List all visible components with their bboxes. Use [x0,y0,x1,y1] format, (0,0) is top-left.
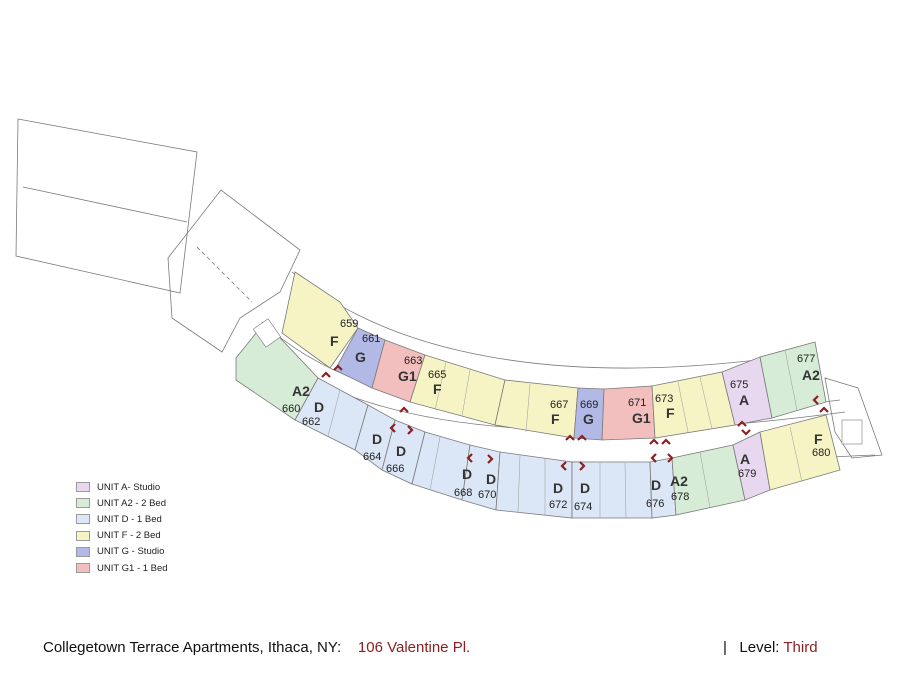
project-name: Collegetown Terrace Apartments, Ithaca, … [43,639,342,656]
unit-668-number: 668 [454,487,472,499]
legend-label: UNIT D - 1 Bed [97,513,162,525]
legend-label: UNIT A- Studio [97,481,161,493]
legend-swatch [76,563,90,574]
unit-673-area [651,371,736,439]
unit-674-number: 674 [574,501,592,513]
unit-678-number: 678 [671,491,689,503]
unit-665-type: F [433,381,442,397]
unit-675-number: 675 [730,379,748,391]
unit-680-type: F [814,431,823,447]
unit-676-type: D [651,477,661,493]
unit-671-type: G1 [632,410,651,426]
unit-673-type: F [666,405,675,421]
unit-662-number: 662 [302,416,320,428]
unit-660-number: 660 [282,403,300,415]
level-caption: | Level: Third [723,639,818,656]
unit-665-area [409,354,506,426]
unit-672-type: D [553,480,563,496]
unit-668-type: D [462,466,472,482]
legend-label: UNIT G1 - 1 Bed [97,562,168,574]
separator: | [723,639,727,656]
unit-677-area [759,341,827,419]
legend-item: UNIT F - 2 Bed [76,528,168,544]
unit-674-type: D [580,480,590,496]
stairs [252,318,863,445]
unit-661-number: 661 [362,333,380,345]
legend-item: UNIT G1 - 1 Bed [76,560,168,576]
unit-673-number: 673 [655,393,673,405]
legend-label: UNIT G - Studio [97,546,165,558]
unit-680-area [759,414,841,491]
north-units [281,271,827,441]
project-address: 106 Valentine Pl. [357,639,471,656]
unit-678-type: A2 [670,473,688,489]
unit-670-number: 670 [478,489,496,501]
legend-item: UNIT D - 1 Bed [76,511,168,527]
legend-swatch [76,482,90,493]
unit-669-type: G [583,411,594,427]
unit-677-number: 677 [797,353,815,365]
level-value: Third [783,639,818,656]
legend-swatch [76,514,90,525]
legend-item: UNIT G - Studio [76,544,168,560]
level-label: Level: [739,639,780,656]
unit-672-number: 672 [549,499,567,511]
unit-663-type: G1 [398,368,417,384]
south-units [235,321,841,519]
door-markers [321,364,829,471]
unit-660-type: A2 [292,383,310,399]
unit-662-type: D [314,399,324,415]
unit-670-type: D [486,471,496,487]
unit-667-number: 667 [550,399,568,411]
unit-659-area [281,271,359,369]
unit-680-number: 680 [812,447,830,459]
unit-659-type: F [330,333,339,349]
unit-legend: UNIT A- Studio UNIT A2 - 2 Bed UNIT D - … [76,479,168,576]
interior-partitions [327,349,803,519]
unit-667-type: F [551,411,560,427]
legend-swatch [76,546,90,557]
unit-664-number: 664 [363,451,381,463]
legend-item: UNIT A- Studio [76,479,168,495]
unit-666-number: 666 [386,463,404,475]
unit-666-type: D [396,443,406,459]
footer-caption: Collegetown Terrace Apartments, Ithaca, … [43,639,470,656]
unit-665-number: 665 [428,369,446,381]
unit-677-type: A2 [802,367,820,383]
unit-663-number: 663 [404,355,422,367]
unit-679-number: 679 [738,468,756,480]
legend-swatch [76,498,90,509]
unit-671-number: 671 [628,397,646,409]
unit-labels: 659 F 661 G 663 G1 665 F 667 F 669 G 671… [282,318,830,513]
unit-679-type: A [740,451,750,467]
unit-659-number: 659 [340,318,358,330]
legend-item: UNIT A2 - 2 Bed [76,495,168,511]
unit-664-type: D [372,431,382,447]
unit-676-number: 676 [646,498,664,510]
adjacent-building-outline [15,118,883,459]
legend-swatch [76,530,90,541]
legend-label: UNIT A2 - 2 Bed [97,497,166,509]
unit-661-type: G [355,349,366,365]
unit-669-number: 669 [580,399,598,411]
unit-675-type: A [739,392,749,408]
legend-label: UNIT F - 2 Bed [97,530,161,542]
